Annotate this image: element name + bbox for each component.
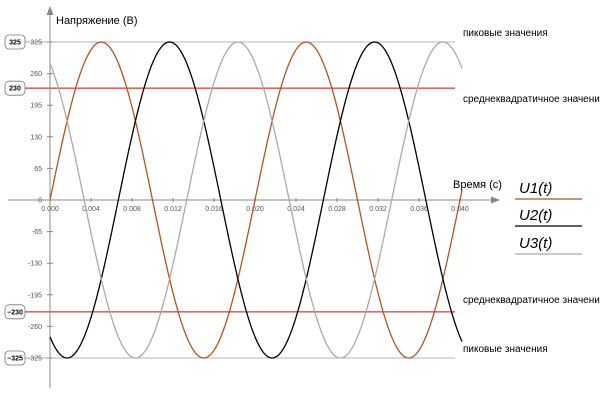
boxed-tick-frame <box>4 304 26 320</box>
x-tick-label: 0.036 <box>410 206 428 213</box>
x-axis-label: Время (с) <box>453 179 502 191</box>
reference-line-label: среднеквадратичное значение <box>463 94 600 105</box>
legend-label: U1(t) <box>519 180 552 197</box>
boxed-tick-frame <box>4 80 26 96</box>
boxed-tick-label: 230 <box>9 86 21 93</box>
axis-ticks: 0.000 0.004 0.008 0.012 0.016 0.020 0.024 0.028… <box>28 40 469 363</box>
x-tick-label: 0.032 <box>369 206 387 213</box>
x-tick-label: 0.016 <box>205 206 223 213</box>
reference-lines: пиковые значения среднеквадратичное значе… <box>8 28 600 359</box>
boxed-tick-label: −230 <box>7 309 23 316</box>
reference-line-label: среднеквадратичное значение <box>463 295 600 306</box>
y-tick-label: -195 <box>28 292 42 299</box>
x-tick-label: 0.040 <box>451 206 469 213</box>
x-tick-label: 0.012 <box>164 206 182 213</box>
series-line-u3 <box>49 41 463 359</box>
legend: U1(t) U2(t) U3(t) <box>515 180 582 255</box>
boxed-tick-label: 325 <box>9 40 21 47</box>
boxed-tick-label: −325 <box>7 356 23 363</box>
y-tick-label: 0 <box>38 198 42 205</box>
series-lines <box>49 41 463 359</box>
y-tick-label: 65 <box>34 166 42 173</box>
boxed-tick-frame <box>4 350 26 366</box>
series-line-u2 <box>49 41 463 359</box>
y-tick-label: -130 <box>28 261 42 268</box>
y-axis-label: Напряжение (В) <box>56 15 138 27</box>
y-axis-arrow <box>46 6 54 15</box>
series-line-u1 <box>49 41 463 359</box>
x-tick-label: 0.028 <box>328 206 346 213</box>
x-tick-label: 0.020 <box>246 206 264 213</box>
x-tick-label: 0.004 <box>82 206 100 213</box>
x-tick-label: 0.000 <box>41 206 59 213</box>
reference-line-label: пиковые значения <box>463 344 548 355</box>
x-tick-label: 0.008 <box>123 206 141 213</box>
y-tick-label: 325 <box>30 40 42 47</box>
y-tick-label: -325 <box>28 356 42 363</box>
legend-label: U3(t) <box>519 235 552 252</box>
y-tick-label: -65 <box>32 229 42 236</box>
reference-line-label: пиковые значения <box>463 28 548 39</box>
y-tick-label: 260 <box>30 71 42 78</box>
boxed-tick-frame <box>4 34 26 50</box>
y-tick-label: -260 <box>28 324 42 331</box>
y-tick-label: 130 <box>30 134 42 141</box>
boxed-tick-labels: 325 230 −230 −325 <box>4 34 26 366</box>
x-axis-arrow <box>491 196 500 204</box>
x-tick-label: 0.024 <box>287 206 305 213</box>
y-tick-label: 195 <box>30 103 42 110</box>
legend-label: U2(t) <box>519 207 552 224</box>
